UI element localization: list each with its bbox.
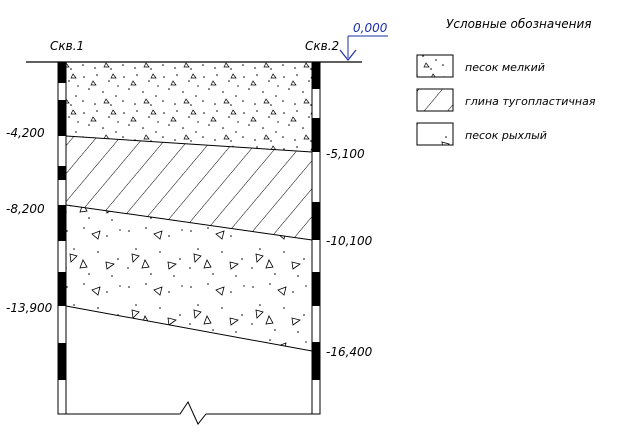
legend: Условные обозначения песок мелкий глина … [416, 17, 596, 146]
boundary-2 [65, 204, 313, 241]
borehole-1-column [57, 61, 67, 415]
borehole-2-column [311, 61, 321, 415]
depth-mark-left-3: -13,900 [6, 301, 53, 315]
layer-clay [66, 136, 312, 240]
depth-mark-right-2: -10,100 [326, 234, 373, 248]
legend-label-loose-sand: песок рыхлый [465, 129, 547, 142]
legend-label-clay: глина тугопластичная [465, 95, 596, 108]
borehole-2-label: Скв.2 [305, 39, 339, 53]
layer-fine-sand [66, 62, 312, 152]
boundary-1 [65, 135, 313, 153]
legend-swatch-loose-sand [416, 122, 454, 146]
legend-swatch-clay [416, 88, 454, 112]
boundary-3 [65, 305, 313, 352]
depth-mark-right-3: -16,400 [326, 345, 373, 359]
legend-title: Условные обозначения [446, 17, 592, 31]
legend-swatch-fine-sand [416, 54, 454, 78]
layer-loose-sand [66, 205, 312, 351]
elevation-marker: 0,000 [339, 21, 388, 61]
depth-mark-right-1: -5,100 [326, 147, 365, 161]
depth-mark-left-2: -8,200 [6, 202, 45, 216]
depth-mark-left-1: -4,200 [6, 126, 45, 140]
elevation-value: 0,000 [353, 21, 388, 35]
legend-label-fine-sand: песок мелкий [465, 61, 545, 74]
section-break-line [58, 400, 320, 425]
borehole-1-label: Скв.1 [50, 39, 84, 53]
